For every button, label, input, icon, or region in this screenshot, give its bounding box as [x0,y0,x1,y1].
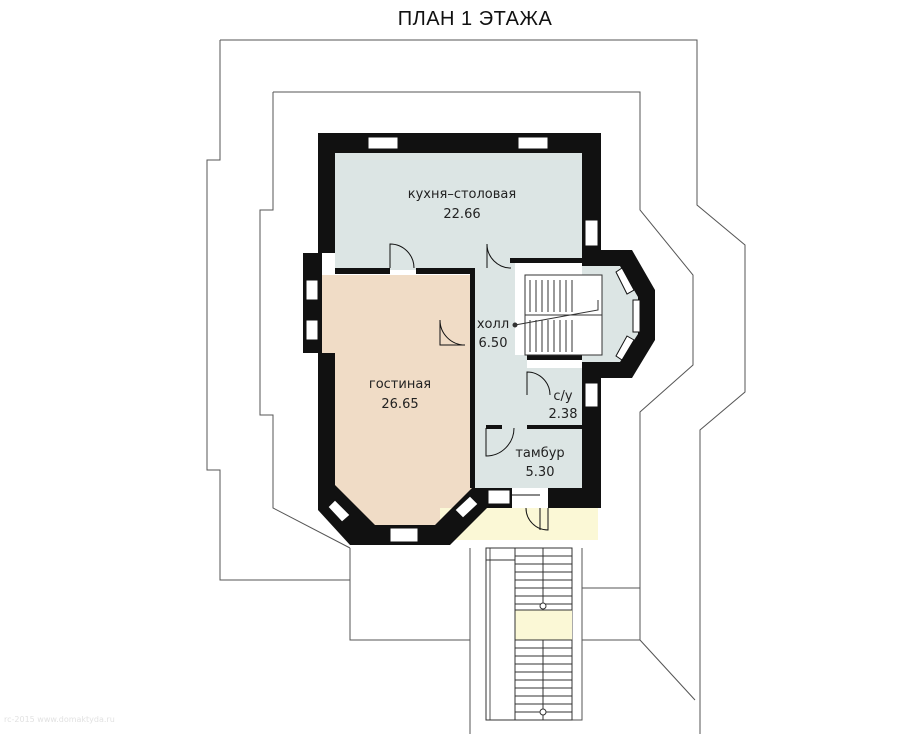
kitchen-label: кухня–столовая [408,187,516,202]
interior-stairs [512,274,603,356]
hall-label: холл [477,317,509,332]
wc-label: с/у [553,389,573,404]
wc-area: 2.38 [549,407,578,422]
living-label: гостиная [369,377,431,392]
exterior-stairs [485,547,573,721]
hall-area: 6.50 [479,336,508,351]
watermark: rc-2015 www.domaktyda.ru [4,715,115,724]
kitchen-area: 22.66 [443,207,480,222]
living-area: 26.65 [381,397,418,412]
kitchen-room [335,153,582,270]
plan-title: ПЛАН 1 ЭТАЖА [397,8,553,30]
wc-room [527,368,582,425]
doors [389,243,551,531]
living-room [322,275,472,525]
windows [305,136,641,543]
vestibule-area: 5.30 [526,465,555,480]
vestibule-label: тамбур [515,446,564,461]
outdoor-stair-landing [515,610,572,640]
porch [440,508,598,540]
